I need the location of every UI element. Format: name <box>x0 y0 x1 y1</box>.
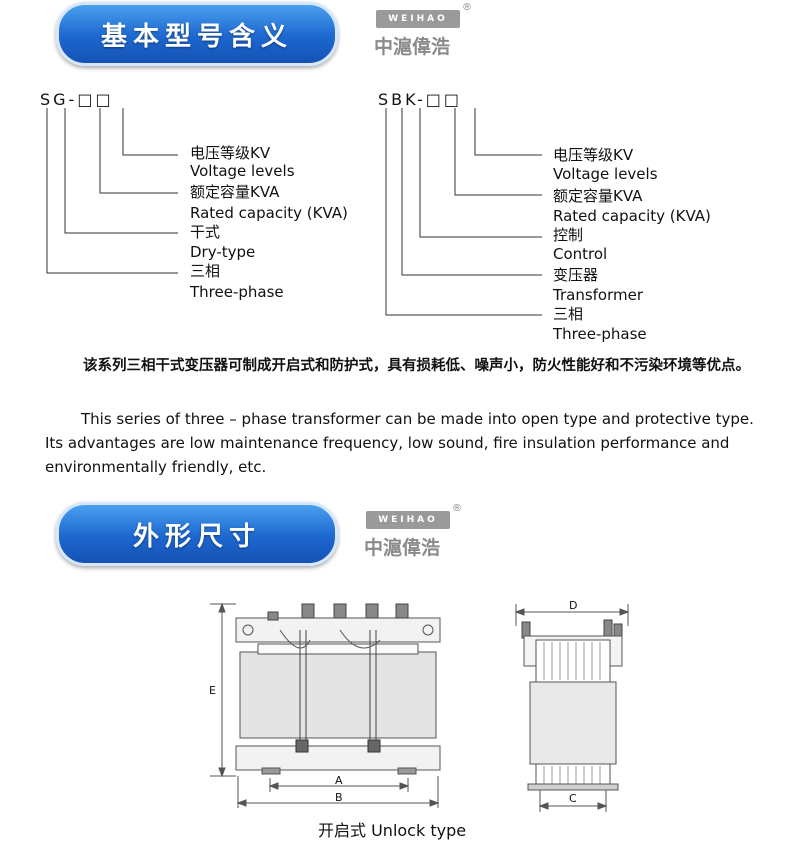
brand-logo-cn: 中滬偉浩 <box>374 36 451 58</box>
brand-logo-cn: 中滬偉浩 <box>364 537 441 559</box>
model-code-sbk: SBK-□□ <box>378 90 462 109</box>
sbk-item-transformer-cn: 变压器 <box>553 266 599 284</box>
section-title-model-meaning: 基本型号含义 <box>56 2 338 66</box>
sg-item-dry-en: Dry-type <box>190 243 256 261</box>
dimension-label-d: D <box>569 599 578 612</box>
drawing-caption: 开启式 Unlock type <box>318 821 467 840</box>
dimension-label-c: C <box>569 792 577 805</box>
brand-logo: WEIHAO ® 中滬偉浩 <box>370 2 472 62</box>
brand-logo-en: WEIHAO <box>366 511 450 529</box>
sg-item-voltage-cn: 电压等级KV <box>190 144 271 162</box>
description-en: This series of three – phase transformer… <box>45 410 754 476</box>
sbk-item-voltage-cn: 电压等级KV <box>553 146 634 164</box>
brand-logo: WEIHAO ® 中滬偉浩 <box>360 503 462 563</box>
sbk-item-transformer-en: Transformer <box>553 286 644 304</box>
sbk-item-capacity-en: Rated capacity (KVA) <box>553 207 711 225</box>
model-code-sg: SG-□□ <box>40 90 114 109</box>
section-title-text: 基本型号含义 <box>100 21 293 52</box>
dimension-label-b: B <box>335 791 343 804</box>
sg-item-dry-cn: 干式 <box>190 223 221 241</box>
sg-item-phase-en: Three-phase <box>190 283 284 301</box>
sbk-item-phase-cn: 三相 <box>553 305 584 323</box>
sbk-item-phase-en: Three-phase <box>553 325 647 343</box>
sbk-item-control-cn: 控制 <box>553 226 584 244</box>
sbk-item-voltage-en: Voltage levels <box>553 165 658 183</box>
sbk-item-capacity-cn: 额定容量KVA <box>553 187 643 205</box>
description-cn: 该系列三相干式变压器可制成开启式和防护式，具有损耗低、噪声小，防火性能好和不污染… <box>83 358 750 374</box>
dimension-label-e: E <box>209 684 216 697</box>
sg-item-voltage-en: Voltage levels <box>190 162 295 180</box>
sg-item-capacity-cn: 额定容量KVA <box>190 183 280 201</box>
section-title-dimensions: 外形尺寸 <box>56 502 338 566</box>
section-title-text: 外形尺寸 <box>132 521 261 552</box>
brand-logo-en: WEIHAO <box>376 10 460 28</box>
sg-item-phase-cn: 三相 <box>190 262 221 280</box>
sg-item-capacity-en: Rated capacity (KVA) <box>190 204 348 222</box>
registered-mark: ® <box>462 2 472 13</box>
registered-mark: ® <box>452 503 462 514</box>
sbk-item-control-en: Control <box>553 245 608 263</box>
dimension-label-a: A <box>335 774 343 787</box>
